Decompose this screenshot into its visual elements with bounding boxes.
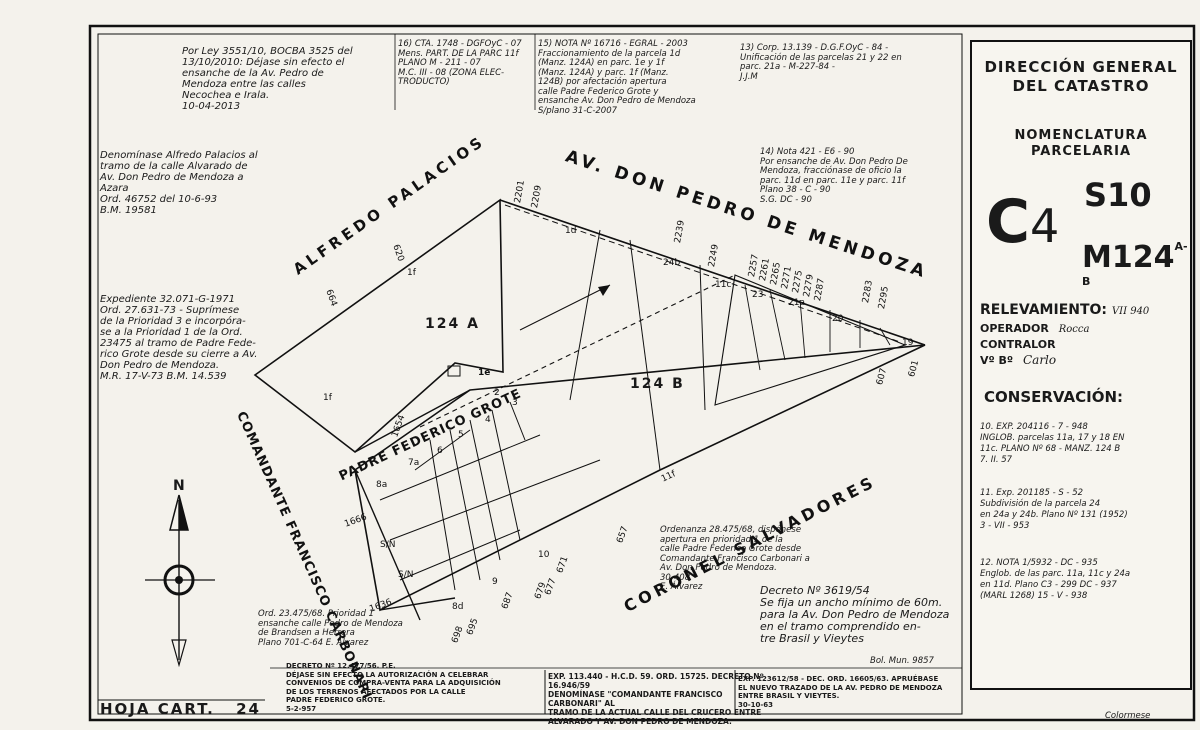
tb-vb: Vº Bº Carlo xyxy=(980,353,1056,367)
note-nota-16716: 15) NOTA Nº 16716 - EGRAL - 2003 Fraccio… xyxy=(538,39,696,116)
lot-10: 10 xyxy=(538,550,550,560)
lot-1f-b: 1f xyxy=(323,393,332,403)
tb-circ-number: 4 xyxy=(1030,199,1060,253)
block-124a-outline xyxy=(253,198,504,454)
tb-cons-entry-12: 12. NOTA 1/5932 - DC - 935 Englob. de la… xyxy=(980,558,1131,601)
grote-lot-7 xyxy=(389,459,601,541)
grote-lot-5 xyxy=(509,401,526,441)
grote-lot-6 xyxy=(379,434,541,501)
tb-circ: C4 xyxy=(986,182,1059,266)
tb-relevamiento-value: VII 940 xyxy=(1111,306,1150,317)
lot-8a: 8a xyxy=(376,480,388,490)
lot-7a: 7a xyxy=(408,458,420,468)
tb-manzana-suffix: A-B xyxy=(1082,240,1188,288)
lot-1d: 1d xyxy=(565,226,577,236)
lot-20: 20 xyxy=(832,314,844,324)
note-ordenanza-28475: Ordenanza 28.475/68, dispónese apertura … xyxy=(660,525,810,592)
lot-line-f xyxy=(799,299,806,359)
lot-1e: 1e xyxy=(478,368,491,378)
lot-21a-triangle xyxy=(714,274,907,406)
tb-nomenclatura: NOMENCLATURA PARCELARIA xyxy=(1014,128,1148,159)
carbonari-edge-1 xyxy=(354,469,421,621)
note-ord-23475: Ord. 23.475/68. Prioridad 1 ensanche cal… xyxy=(258,609,403,648)
tb-manzana-value: M124 xyxy=(1082,240,1175,275)
sheet-border xyxy=(88,24,1196,722)
note-nota-421: 14) Nota 421 - E6 - 90 Por ensanche de A… xyxy=(760,147,908,205)
note-decreto-12477: DECRETO Nº 12.477/56. P.E. DÉJASE SIN EF… xyxy=(286,662,501,713)
carbonari-edge-2 xyxy=(379,597,456,611)
note-decreto-3619: Decreto Nº 3619/54 Se fija un ancho míni… xyxy=(760,584,950,645)
hoja-number: 24 xyxy=(236,700,261,718)
lot-line-a xyxy=(569,229,601,401)
sheet-inner-border xyxy=(97,33,963,715)
compass-north-label: N xyxy=(173,478,185,494)
tb-contralor: CONTRALOR xyxy=(980,338,1056,351)
tb-relevamiento-label: RELEVAMIENTO: xyxy=(980,302,1108,318)
tb-title: DIRECCIÓN GENERAL DEL CATASTRO xyxy=(984,58,1178,95)
tb-cons-entry-10: 10. EXP. 204116 - 7 - 948 INGLOB. parcel… xyxy=(980,422,1125,465)
note-exp-113440: EXP. 113.440 - H.C.D. 59. ORD. 15725. DE… xyxy=(548,672,764,726)
tb-conservacion: CONSERVACIÓN: xyxy=(984,388,1124,406)
tb-vb-label: Vº Bº xyxy=(980,354,1014,367)
note-corp-13139: 13) Corp. 13.139 - D.G.F.OyC - 84 - Unif… xyxy=(740,43,902,82)
tb-circ-letter: C xyxy=(986,187,1031,257)
lot-3: 3 xyxy=(512,398,518,408)
grote-lot-8 xyxy=(399,529,521,581)
grote-lot-2 xyxy=(449,429,481,581)
lot-sn-2: S/N xyxy=(398,570,414,580)
grote-upper-edge xyxy=(354,389,471,453)
lot-11c: 11c xyxy=(715,280,732,290)
lot-line-b xyxy=(629,239,661,471)
av-mendoza-line-1 xyxy=(499,199,926,346)
widening-dashed xyxy=(419,274,736,428)
lot-2: 2 xyxy=(494,388,500,398)
lot-1f: 1f xyxy=(407,268,416,278)
lot-23: 23 xyxy=(752,290,764,300)
lot-line-i xyxy=(879,327,891,346)
lot-sn-1: S/N xyxy=(380,540,396,550)
tb-operador: OPERADOR Rocca xyxy=(980,322,1089,335)
survey-arrow xyxy=(519,284,611,331)
grote-lot-4 xyxy=(491,409,521,541)
corner-marker xyxy=(447,365,461,377)
parcel-124a: 124 A xyxy=(425,316,480,332)
tb-seccion: S10 xyxy=(1084,176,1152,214)
lot-9: 9 xyxy=(492,577,498,587)
lot-21a: 21a xyxy=(788,298,805,308)
lot-19: 19 xyxy=(902,338,914,348)
tb-vb-signature: Carlo xyxy=(1022,353,1057,367)
grote-lot-1 xyxy=(429,439,456,591)
hoja-cart: HOJA CART. 24 xyxy=(100,700,261,718)
lot-24b: 24b xyxy=(663,258,681,268)
lot-line-d xyxy=(744,284,761,371)
tb-relevamiento: RELEVAMIENTO: VII 940 xyxy=(980,302,1149,318)
note-expediente: Expediente 32.071-G-1971 Ord. 27.631-73 … xyxy=(100,294,258,382)
lot-6: 6 xyxy=(437,446,443,456)
hoja-label: HOJA CART. xyxy=(100,700,215,718)
note-palacios: Denomínase Alfredo Palacios al tramo de … xyxy=(100,150,258,216)
lot-line-c xyxy=(699,264,706,411)
note-exp-123612: EXP. 123612/58 - DEC. ORD. 16605/63. APR… xyxy=(738,675,943,709)
compass-rose xyxy=(145,494,215,668)
tb-operador-label: OPERADOR xyxy=(980,322,1049,335)
grote-lot-3 xyxy=(469,419,501,561)
grote-lot-9 xyxy=(414,429,471,471)
lot-8d: 8d xyxy=(452,602,464,612)
tb-manzana: M124A-B xyxy=(1082,240,1190,310)
colormap-credit: Colormese xyxy=(1105,711,1151,721)
tb-operador-value: Rocca xyxy=(1058,324,1090,335)
lot-4: 4 xyxy=(485,415,491,425)
lot-5: 5 xyxy=(458,430,464,440)
note-cta-1748: 16) CTA. 1748 - DGFOyC - 07 Mens. PART. … xyxy=(398,39,522,87)
tb-cons-entry-11: 11. Exp. 201185 - S - 52 Subdivisión de … xyxy=(980,488,1128,531)
survey-arrow-head xyxy=(598,285,610,296)
title-block: DIRECCIÓN GENERAL DEL CATASTRO NOMENCLAT… xyxy=(970,40,1192,690)
parcel-124b: 124 B xyxy=(630,376,685,392)
note-ley-3551: Por Ley 3551/10, BOCBA 3525 del 13/10/20… xyxy=(182,46,353,112)
note-bol-mun: Bol. Mun. 9857 xyxy=(870,656,934,666)
lot-line-e xyxy=(769,289,786,361)
